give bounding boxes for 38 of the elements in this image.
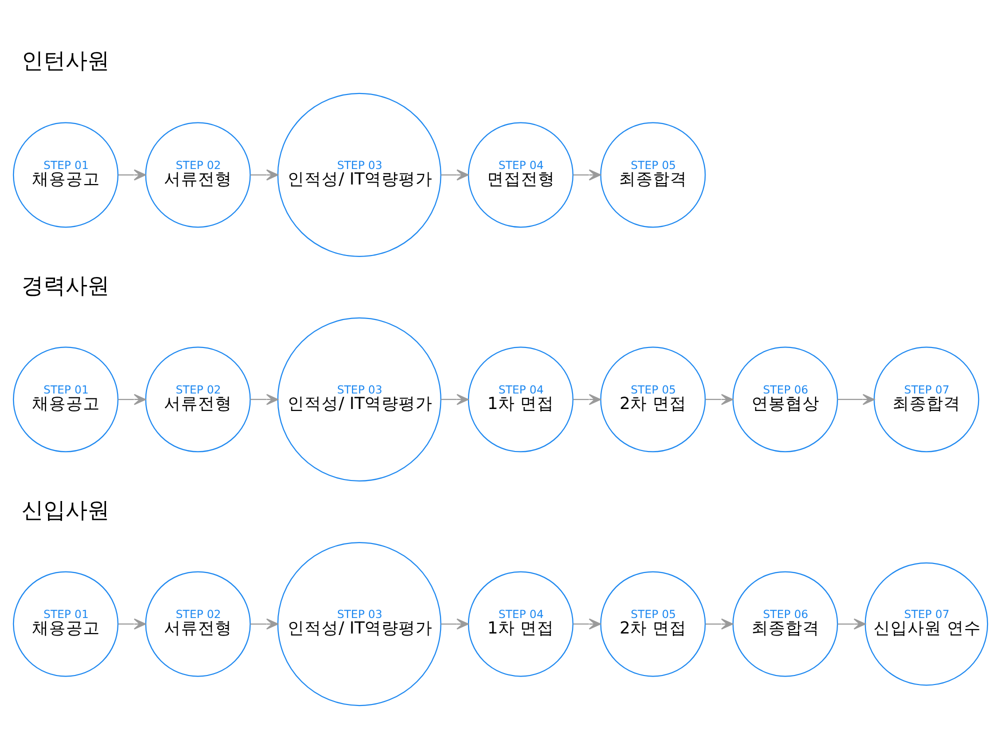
arrow	[118, 394, 146, 406]
arrow	[704, 394, 733, 406]
node-circle: STEP 06 연봉협상	[732, 346, 838, 452]
arrow	[118, 618, 146, 630]
label: 경력사원	[21, 272, 110, 299]
node-circle: STEP 01 채용공고	[12, 571, 118, 677]
node-circle: STEP 01 채용공고	[12, 346, 118, 452]
node-circle: STEP 03 인적성/ IT역량평가	[276, 542, 441, 706]
arrow	[837, 394, 874, 406]
arrow	[250, 618, 278, 630]
node-circle: STEP 04 1차 면접	[467, 346, 573, 452]
arrow	[572, 169, 600, 180]
node-circle: STEP 05 2차 면접	[600, 346, 706, 452]
arrow	[250, 394, 278, 406]
node-circle: STEP 03 인적성/ IT역량평가	[276, 92, 441, 257]
node-circle: STEP 06 최종합격	[732, 571, 838, 677]
node-circle: STEP 01 채용공고	[12, 122, 118, 228]
label: 신입사원	[21, 497, 110, 524]
arrow	[572, 618, 600, 630]
node-circle: STEP 05 최종합격	[600, 122, 706, 228]
arrow	[837, 618, 866, 630]
arrow	[440, 394, 468, 406]
node-circle: STEP 07 최종합격	[873, 346, 979, 452]
arrow	[440, 169, 468, 180]
label: 인턴사원	[21, 48, 110, 74]
node-circle: STEP 03 인적성/ IT역량평가	[276, 317, 441, 482]
arrow	[118, 169, 146, 180]
arrow	[704, 618, 733, 630]
node-circle: STEP 02 서류전형	[144, 122, 250, 228]
arrow	[440, 618, 468, 630]
node-circle: STEP 07 신입사원 연수	[864, 562, 988, 686]
node-circle: STEP 04 1차 면접	[467, 571, 573, 677]
arrow	[250, 169, 278, 180]
node-circle: STEP 05 2차 면접	[600, 571, 706, 677]
arrow	[572, 394, 600, 406]
node-circle: STEP 04 면접전형	[467, 122, 573, 228]
node-circle: STEP 02 서류전형	[144, 346, 250, 452]
node-circle: STEP 02 서류전형	[144, 571, 250, 677]
